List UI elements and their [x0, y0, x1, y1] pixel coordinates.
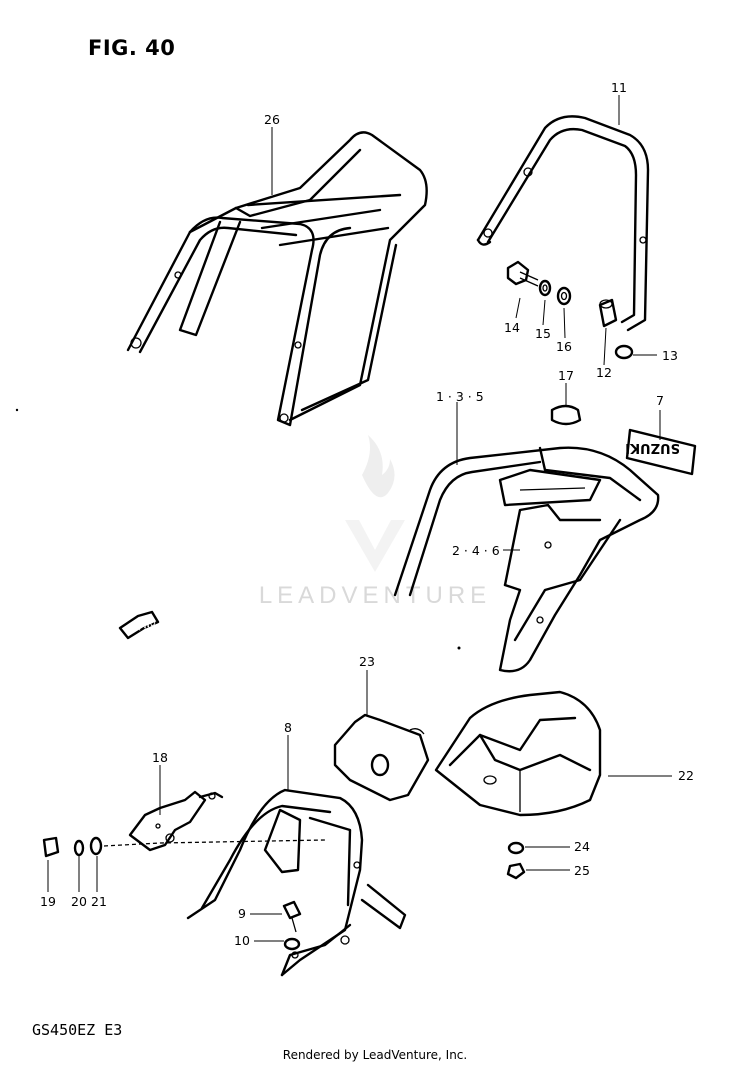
svg-text:FWD: FWD	[136, 618, 157, 633]
callout-labels: 26 11 14 15 16 12 13 17 7 1 · 3 · 5 2 · …	[40, 80, 694, 948]
callout-8: 8	[284, 720, 292, 735]
tail-cowl-part[interactable]	[393, 446, 660, 673]
callout-19: 19	[40, 894, 56, 909]
washer-10-part[interactable]	[283, 937, 301, 951]
callout-23: 23	[359, 654, 375, 669]
callout-1-3-5: 1 · 3 · 5	[436, 389, 484, 404]
bolt-19-part[interactable]	[42, 836, 60, 858]
callout-12: 12	[596, 365, 612, 380]
callout-15: 15	[535, 326, 551, 341]
stray-dot	[457, 646, 461, 650]
nut-25-part[interactable]	[506, 862, 526, 880]
callout-24: 24	[574, 839, 590, 854]
seat-tray-part[interactable]	[434, 690, 602, 817]
forward-arrow-indicator: FWD	[118, 610, 160, 640]
callout-26: 26	[264, 112, 280, 127]
rear-bracket-part[interactable]	[186, 788, 407, 977]
seat-lock-part[interactable]	[128, 790, 224, 852]
suzuki-emblem-part[interactable]: SUZUKI	[625, 428, 697, 476]
callout-16: 16	[556, 339, 572, 354]
callout-10: 10	[234, 933, 250, 948]
callout-25: 25	[574, 863, 590, 878]
callout-14: 14	[504, 320, 520, 335]
grab-rail-part[interactable]	[476, 115, 650, 332]
callout-20: 20	[71, 894, 87, 909]
emblem-text: SUZUKI	[625, 440, 680, 455]
cushion-17-part[interactable]	[550, 404, 582, 426]
washer-20-part[interactable]	[73, 839, 85, 857]
callout-22: 22	[678, 768, 694, 783]
bolt-9-part[interactable]	[282, 900, 302, 933]
callout-9: 9	[238, 906, 246, 921]
callout-13: 13	[662, 348, 678, 363]
stray-dot	[15, 408, 19, 412]
cap-nut-13-part[interactable]	[614, 344, 634, 360]
cover-plate-part[interactable]	[333, 713, 430, 802]
washer-15-part[interactable]	[538, 279, 552, 297]
callout-21: 21	[91, 894, 107, 909]
washer-21-part[interactable]	[89, 836, 103, 856]
callout-11: 11	[611, 80, 627, 95]
watermark-text: LEADVENTURE	[258, 582, 492, 609]
callout-18: 18	[152, 750, 168, 765]
callout-leader-lines	[47, 95, 672, 942]
spacer-12-part[interactable]	[598, 298, 618, 328]
watermark-logo	[345, 435, 405, 572]
figure-title: FIG. 40	[88, 36, 176, 60]
bolt-14-part[interactable]	[506, 260, 539, 287]
nut-24-part[interactable]	[507, 841, 525, 855]
callout-17: 17	[558, 368, 574, 383]
washer-16-part[interactable]	[556, 286, 572, 306]
callout-7: 7	[656, 393, 664, 408]
callout-2-4-6: 2 · 4 · 6	[452, 543, 500, 558]
render-credit: Rendered by LeadVenture, Inc.	[282, 1048, 468, 1062]
luggage-carrier-part[interactable]	[126, 131, 428, 427]
model-code: GS450EZ E3	[32, 1021, 123, 1039]
